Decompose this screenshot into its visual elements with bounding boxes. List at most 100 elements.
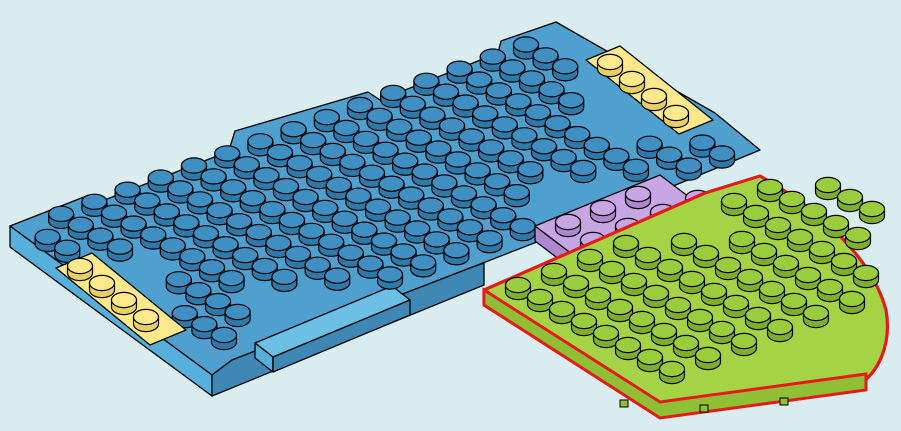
stud-top xyxy=(239,189,266,207)
green-stud xyxy=(750,242,778,267)
stud-top xyxy=(67,216,94,233)
blue-stud xyxy=(512,36,540,60)
purple-stud xyxy=(624,185,652,210)
stud-top xyxy=(730,332,758,350)
green-stud xyxy=(794,266,822,291)
stud-top xyxy=(503,183,530,201)
stud-top xyxy=(744,306,772,324)
stud-top xyxy=(558,91,585,109)
blue-stud xyxy=(48,205,75,230)
stud-top xyxy=(214,145,241,162)
green-edge-notch xyxy=(619,399,629,408)
yellow-stud xyxy=(640,87,668,112)
stud-top xyxy=(484,173,511,190)
yellow-tile-front-left xyxy=(55,252,187,346)
stud-top xyxy=(165,271,192,288)
stud-top xyxy=(306,165,333,183)
yellow-stud xyxy=(88,274,116,299)
blue-stud xyxy=(87,227,114,251)
stud-top xyxy=(325,176,352,194)
stud-top xyxy=(509,217,536,235)
stud-top xyxy=(232,246,259,264)
stud-top xyxy=(750,242,778,260)
stud-top xyxy=(253,166,280,184)
stud-top xyxy=(358,164,386,181)
green-edge-notch xyxy=(699,404,709,413)
stud-top xyxy=(650,322,678,340)
blue-stud xyxy=(485,82,512,106)
stud-top xyxy=(191,315,218,333)
blue-stud xyxy=(538,81,565,105)
blue-stud xyxy=(179,248,206,272)
stud-top xyxy=(518,70,546,87)
blue-stud xyxy=(456,219,484,243)
green-stud xyxy=(592,324,620,349)
green-stud xyxy=(742,204,770,229)
blue-stud xyxy=(708,145,736,169)
blue-stud xyxy=(351,221,378,245)
stud-top xyxy=(499,59,526,76)
green-stud xyxy=(628,310,656,335)
blue-stud xyxy=(558,91,585,116)
stud-top xyxy=(437,208,464,225)
yellow-stud xyxy=(618,70,646,95)
blue-stud xyxy=(300,131,327,156)
stud-top xyxy=(318,233,345,250)
stud-top xyxy=(370,232,398,249)
blue-stud xyxy=(370,232,398,256)
stud-top xyxy=(694,346,722,364)
stud-top xyxy=(106,238,134,255)
blue-stud xyxy=(81,193,108,217)
yellow-tile-back-right xyxy=(585,45,714,135)
stud-top xyxy=(204,292,232,310)
blue-stud xyxy=(491,116,518,140)
blue-stud xyxy=(484,173,511,197)
stud-top xyxy=(224,303,251,321)
green-stud xyxy=(620,272,648,297)
stud-top xyxy=(278,211,306,229)
stud-top xyxy=(372,141,399,158)
stud-top xyxy=(259,200,286,218)
stud-top xyxy=(466,71,493,88)
stud-top xyxy=(544,114,571,132)
blue-stud xyxy=(411,163,438,187)
stud-top xyxy=(618,70,646,88)
blue-stud xyxy=(438,117,466,141)
blue-stud xyxy=(544,114,571,139)
blue-stud xyxy=(431,174,458,198)
green-stud xyxy=(540,262,568,287)
stud-top xyxy=(337,244,364,261)
stud-top xyxy=(858,200,886,218)
stud-top xyxy=(634,246,662,264)
blue-stud xyxy=(392,152,419,176)
stud-top xyxy=(179,248,206,265)
stud-top xyxy=(88,274,116,292)
green-stud xyxy=(800,202,828,227)
stud-top xyxy=(386,118,413,136)
green-plate-side xyxy=(482,287,868,420)
blue-stud xyxy=(253,166,280,191)
blue-stud xyxy=(352,130,380,155)
stud-top xyxy=(292,188,319,206)
green-stud xyxy=(802,304,830,329)
blue-stud xyxy=(106,238,134,262)
stud-top xyxy=(830,252,858,270)
stud-top xyxy=(708,320,736,338)
stud-top xyxy=(147,169,174,186)
stud-top xyxy=(584,286,612,304)
green-stud xyxy=(808,240,836,265)
green-stud xyxy=(838,290,866,315)
green-stud xyxy=(852,264,880,289)
yellow-stud xyxy=(132,308,160,333)
green-stud xyxy=(728,230,756,255)
blue-stud xyxy=(245,223,272,248)
stud-top xyxy=(662,104,690,122)
green-stud xyxy=(816,278,844,303)
stud-top xyxy=(736,268,764,286)
blue-stud xyxy=(464,162,491,186)
stud-top xyxy=(532,47,559,64)
stud-top xyxy=(346,96,374,114)
stud-top xyxy=(664,296,692,314)
stud-top xyxy=(304,256,331,273)
blue-stud xyxy=(511,127,538,151)
